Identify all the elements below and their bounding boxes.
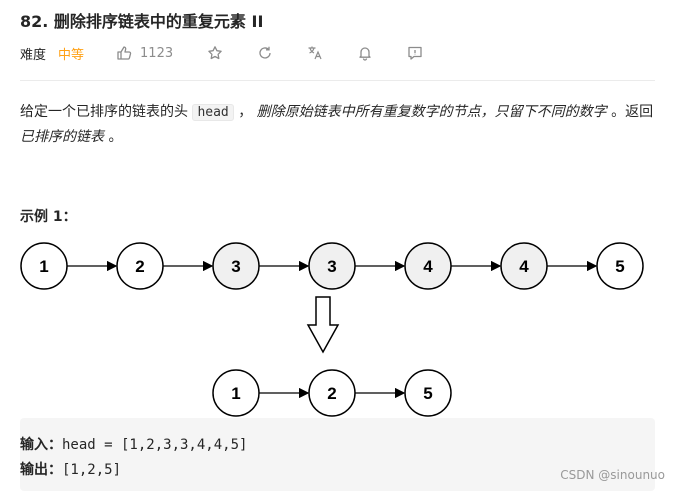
difficulty-label: 难度	[20, 47, 47, 63]
input-list-node: 3	[308, 242, 356, 290]
input-label: 输入：	[20, 437, 62, 453]
list-node-value: 4	[423, 257, 433, 276]
example-io-block	[20, 418, 655, 491]
input-value: head = [1,2,3,3,4,4,5]	[62, 437, 248, 453]
description-emphasis: 已排序的链表	[20, 129, 104, 145]
refresh-icon[interactable]	[257, 45, 273, 61]
problem-title: 82. 删除排序链表中的重复元素 II	[20, 12, 264, 31]
list-node-value: 2	[135, 257, 144, 276]
output-list-node: 5	[404, 369, 452, 417]
watermark: CSDN @sinounuo	[560, 468, 665, 482]
thumbs-up-icon[interactable]	[116, 45, 132, 61]
list-node-value: 1	[39, 257, 48, 276]
list-node-value: 5	[423, 384, 432, 403]
description-text: 给定一个已排序的链表的头	[20, 104, 193, 120]
output-value: [1,2,5]	[62, 462, 122, 478]
list-node-value: 4	[519, 257, 529, 276]
problem-meta-bar: 难度 中等 1123	[20, 43, 423, 63]
list-node-value: 1	[231, 384, 240, 403]
translate-icon[interactable]	[307, 45, 323, 61]
list-node-circle	[404, 369, 452, 417]
example-input-line: 输入：head = [1,2,3,3,4,4,5]	[20, 434, 247, 454]
description-text: 。	[104, 129, 123, 145]
input-list-node: 1	[20, 242, 68, 290]
linked-list-diagram: 1 2 3 3 4 4 5 1 2 5	[20, 242, 644, 417]
like-count: 1123	[140, 45, 174, 61]
bell-icon[interactable]	[357, 45, 373, 61]
input-list-node: 5	[596, 242, 644, 290]
list-node-value: 3	[327, 257, 336, 276]
input-list-node: 3	[212, 242, 260, 290]
output-label: 输出：	[20, 462, 62, 478]
example-title: 示例 1：	[20, 209, 77, 225]
transform-arrow-icon	[306, 296, 340, 354]
example-output-line: 输出：[1,2,5]	[20, 459, 121, 479]
divider	[20, 80, 655, 81]
list-node-value: 5	[615, 257, 624, 276]
input-list-node: 2	[116, 242, 164, 290]
difficulty-badge: 中等	[58, 47, 85, 63]
star-icon[interactable]	[207, 45, 223, 61]
description-text: ，	[233, 104, 257, 120]
problem-description: 给定一个已排序的链表的头 head ， 删除原始链表中所有重复数字的节点，只留下…	[20, 100, 660, 149]
input-list-node: 4	[500, 242, 548, 290]
list-node-circle	[596, 242, 644, 290]
list-node-value: 3	[231, 257, 240, 276]
description-emphasis: 删除原始链表中所有重复数字的节点，只留下不同的数字	[256, 104, 607, 120]
output-list-node: 1	[212, 369, 260, 417]
inline-code-head: head	[192, 104, 234, 121]
list-node-value: 2	[327, 384, 336, 403]
output-list-node: 2	[308, 369, 356, 417]
description-text: 。返回	[606, 104, 654, 120]
input-list-node: 4	[404, 242, 452, 290]
feedback-icon[interactable]	[407, 45, 423, 61]
